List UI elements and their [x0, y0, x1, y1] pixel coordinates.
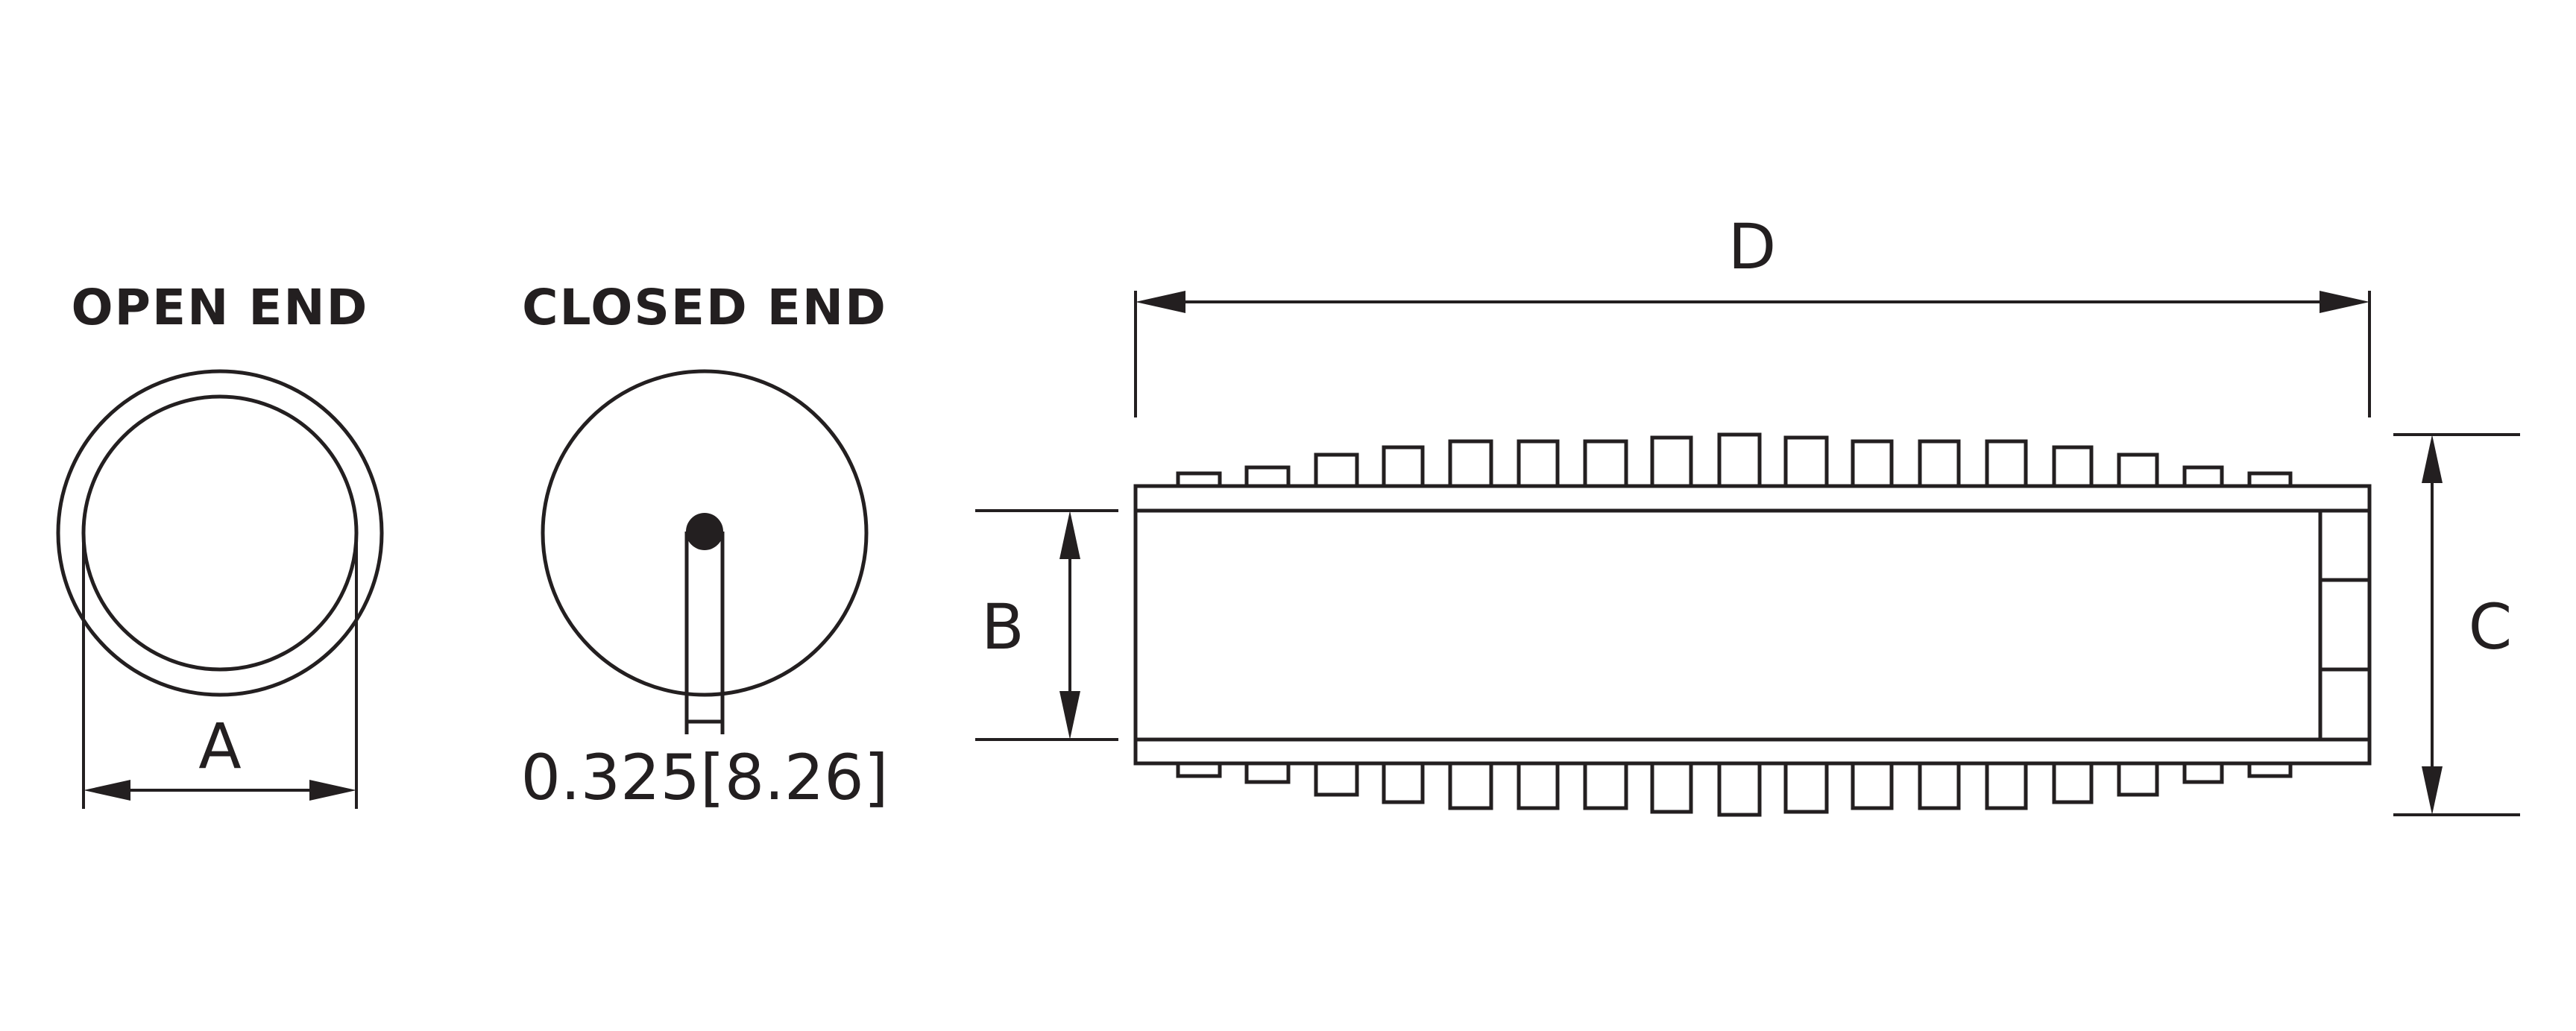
- open-end-inner-circle: [81, 394, 359, 672]
- top-serrations: [1136, 432, 2369, 488]
- closed-end-circle: [541, 369, 869, 697]
- side-view: D B C: [975, 210, 2520, 817]
- dim-b-arrow-bottom: [1059, 691, 1080, 740]
- dim-a-arrow-left: [84, 780, 130, 801]
- dim-c-arrow-bottom: [2422, 766, 2443, 815]
- closed-end-view: CLOSED END 0.325[8.26]: [520, 279, 888, 814]
- dim-a-label: A: [198, 710, 241, 783]
- dim-c-label: C: [2469, 590, 2513, 663]
- dim-d-arrow-left: [1136, 291, 1185, 313]
- closed-end-title: CLOSED END: [522, 279, 887, 336]
- bottom-serrations: [1136, 761, 2369, 817]
- open-end-view: OPEN END A: [56, 279, 384, 809]
- closed-end-slot-dimension: 0.325[8.26]: [520, 741, 888, 814]
- dim-b-label: B: [981, 590, 1024, 663]
- open-end-outer-circle: [56, 369, 384, 697]
- open-end-title: OPEN END: [72, 279, 369, 336]
- dim-d-arrow-right: [2320, 291, 2369, 313]
- dim-c-arrow-top: [2422, 435, 2443, 483]
- dim-d-label: D: [1728, 210, 1777, 283]
- dim-a-arrow-right: [309, 780, 356, 801]
- dim-b-arrow-top: [1059, 511, 1080, 559]
- closed-end-dot: [686, 513, 723, 550]
- body-outline: [1133, 484, 2372, 766]
